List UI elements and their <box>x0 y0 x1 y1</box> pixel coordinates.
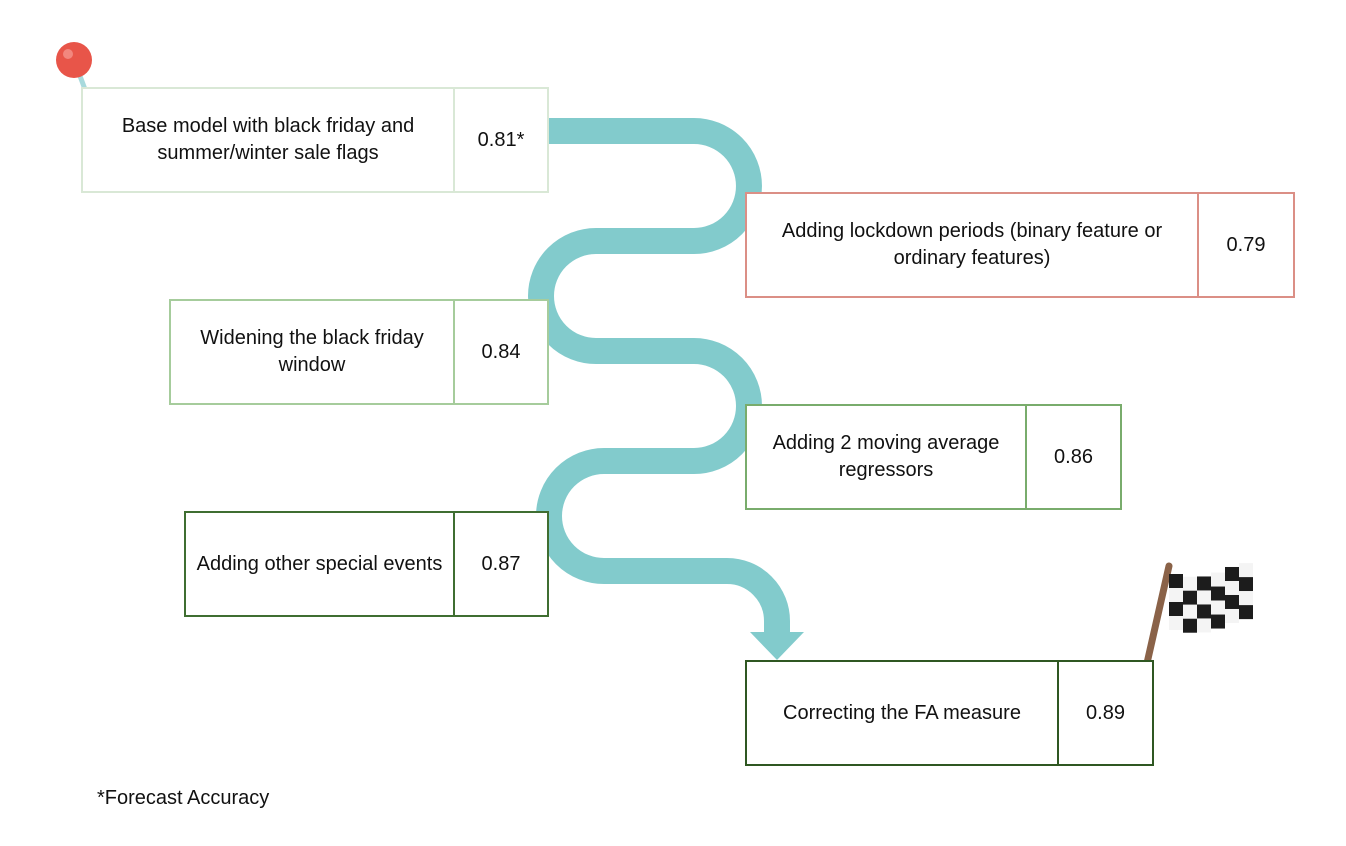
path-arrowhead <box>750 632 804 660</box>
flag-square <box>1197 618 1211 633</box>
step-label: Widening the black friday window <box>171 301 455 403</box>
step-box-6: Correcting the FA measure 0.89 <box>745 660 1154 766</box>
step-score: 0.81* <box>477 128 525 151</box>
step-score: 0.79 <box>1226 233 1266 256</box>
step-label: Adding lockdown periods (binary feature … <box>747 194 1199 296</box>
flag-square <box>1211 586 1225 601</box>
flag-square <box>1239 577 1253 592</box>
step-score: 0.86 <box>1054 445 1093 468</box>
step-label: Adding 2 moving average regressors <box>747 406 1027 508</box>
flag-square <box>1183 576 1197 591</box>
step-label: Base model with black friday and summer/… <box>83 89 455 191</box>
step-score: 0.89 <box>1086 701 1125 724</box>
step-box-3: Widening the black friday window 0.84 <box>169 299 549 405</box>
step-score: 0.84 <box>481 340 521 363</box>
step-score: 0.87 <box>481 552 521 575</box>
flag-square <box>1183 590 1197 605</box>
flag-square <box>1225 566 1239 581</box>
flag-square <box>1197 590 1211 605</box>
flag-square <box>1183 618 1197 633</box>
flag-square <box>1225 594 1239 609</box>
flag-square <box>1239 563 1253 578</box>
step-box-4: Adding 2 moving average regressors 0.86 <box>745 404 1122 510</box>
flag-square <box>1211 614 1225 629</box>
flag-square <box>1169 602 1183 616</box>
flag-square <box>1197 576 1211 591</box>
winding-path <box>528 118 790 636</box>
flag-square <box>1239 591 1253 606</box>
flag-square <box>1225 608 1239 623</box>
step-box-1: Base model with black friday and summer/… <box>81 87 549 193</box>
flag-square <box>1239 605 1253 620</box>
flag-square <box>1169 574 1183 588</box>
flag-square <box>1225 580 1239 595</box>
step-box-2: Adding lockdown periods (binary feature … <box>745 192 1295 298</box>
flag-square <box>1211 600 1225 615</box>
flag-square <box>1197 604 1211 619</box>
flag-square <box>1183 604 1197 619</box>
flag-square <box>1211 572 1225 587</box>
step-box-5: Adding other special events 0.87 <box>184 511 549 617</box>
step-label: Adding other special events <box>186 513 455 615</box>
flag-square <box>1169 616 1183 630</box>
step-label: Correcting the FA measure <box>747 662 1059 764</box>
flag-square <box>1169 588 1183 602</box>
checkered-flag-icon <box>1141 562 1253 676</box>
footnote: *Forecast Accuracy <box>97 787 270 809</box>
